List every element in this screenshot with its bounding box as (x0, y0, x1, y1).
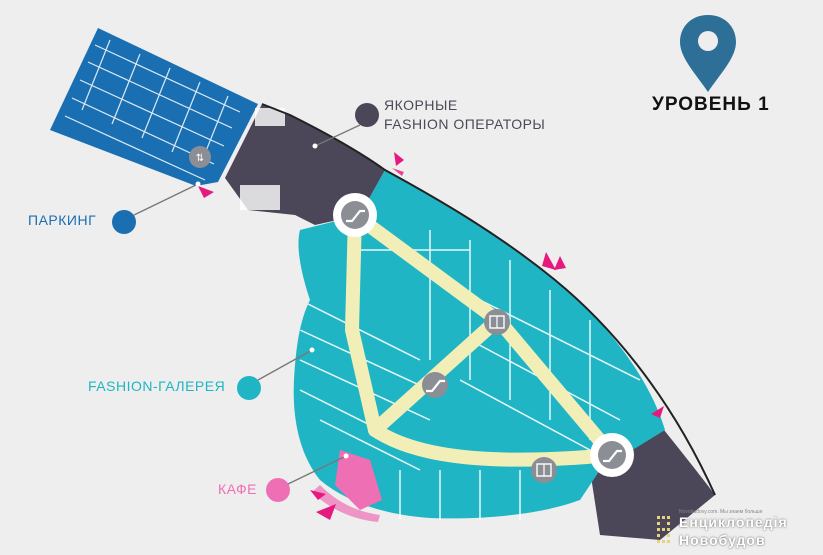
map-pin-icon (680, 15, 736, 92)
watermark-tagline: Novobudovy.com. Мы знаем больше (679, 509, 763, 515)
svg-text:⇅: ⇅ (196, 153, 204, 164)
mall-outline (261, 103, 716, 496)
cafe-area (312, 450, 382, 522)
watermark-logo-icon (657, 516, 670, 543)
escalator-icon (422, 372, 448, 398)
parking-callout (112, 181, 201, 234)
watermark: Novobudovy.com. Мы знаем больше Енциклоп… (655, 509, 820, 552)
anchor-stores-line1: ЯКОРНЫЕ (384, 97, 458, 113)
cafe-callout (266, 453, 349, 502)
parking-label: ПАРКИНГ (28, 212, 97, 228)
elevator-icon (484, 309, 510, 335)
elevator-icon (531, 457, 557, 483)
parking-area: ⇅ (50, 28, 258, 186)
entrance-arrow-icon (198, 152, 664, 520)
anchor-callout (312, 103, 379, 149)
elevator-icon (189, 146, 211, 168)
anchor-stores-line2: FASHION ОПЕРАТОРЫ (384, 116, 546, 132)
fashion-gallery-label: FASHION-ГАЛЕРЕЯ (88, 378, 226, 394)
escalator-icon (590, 433, 634, 477)
escalator-icon (333, 193, 377, 237)
watermark-line2: Новобудов (679, 532, 766, 548)
fashion-callout (237, 347, 315, 400)
anchor-stores-label: ЯКОРНЫЕ FASHION ОПЕРАТОРЫ (384, 96, 545, 134)
level-title: УРОВЕНЬ 1 (652, 94, 770, 115)
corridors (344, 208, 619, 467)
watermark-line1: Енциклопедія (679, 514, 788, 530)
cafe-label: КАФЕ (218, 481, 258, 497)
